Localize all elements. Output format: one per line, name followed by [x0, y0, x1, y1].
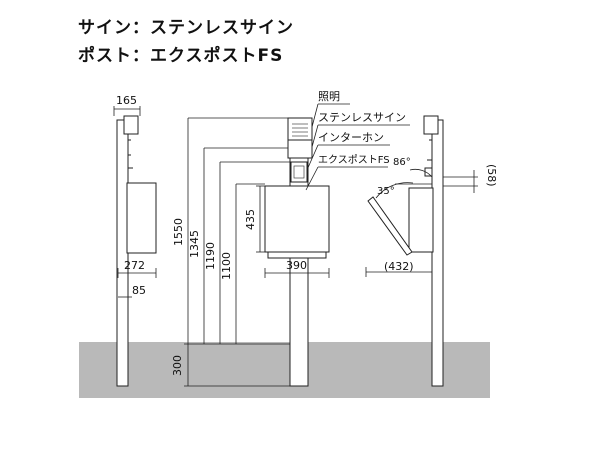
header: サイン：ステンレスサイン ポスト：エクスポストFS [78, 14, 558, 70]
angle-35: 35° [377, 186, 395, 197]
label-intercom: インターホン [318, 131, 384, 144]
left-pole [116, 119, 129, 387]
front-dimension-lines [184, 117, 330, 387]
callout-leaders [305, 103, 410, 191]
dim-300: 300 [171, 355, 184, 376]
left-pole-cap [123, 115, 139, 135]
right-mailbox-side [408, 187, 434, 253]
dim-85: 85 [132, 284, 146, 297]
lighting-unit [287, 117, 313, 141]
dim-435: 435 [244, 209, 257, 230]
dim-1100: 1100 [220, 252, 233, 280]
dim-165: 165 [116, 94, 137, 107]
front-mailbox-base [267, 251, 327, 259]
dim-58: (58) [485, 164, 498, 187]
ground [79, 342, 490, 398]
stainless-sign-unit [287, 139, 313, 159]
dim-1345: 1345 [188, 230, 201, 258]
angle-86: 86° [393, 157, 411, 168]
dim-1190: 1190 [204, 242, 217, 270]
dim-390: 390 [286, 259, 307, 272]
label-stainless-sign: ステンレスサイン [318, 111, 406, 124]
dim-272: 272 [124, 259, 145, 272]
right-dimension-lines [365, 169, 478, 277]
left-mailbox-side [126, 182, 157, 254]
left-side-view [116, 115, 157, 387]
right-pole [431, 119, 444, 387]
sign-spec-line: サイン：ステンレスサイン [78, 18, 294, 38]
label-expost-fs: エクスポストFS [318, 154, 390, 166]
right-pole-cap [423, 115, 439, 135]
right-side-view [367, 115, 444, 387]
front-mailbox [264, 185, 330, 253]
intercom-unit [290, 161, 308, 183]
left-dimension-lines [113, 106, 157, 298]
front-view [264, 117, 330, 387]
dim-1550: 1550 [172, 218, 185, 246]
dim-432: (432) [384, 260, 414, 273]
post-spec-line: ポスト：エクスポストFS [78, 46, 284, 66]
open-mailbox-lid [367, 196, 413, 256]
label-lighting: 照明 [318, 90, 340, 103]
